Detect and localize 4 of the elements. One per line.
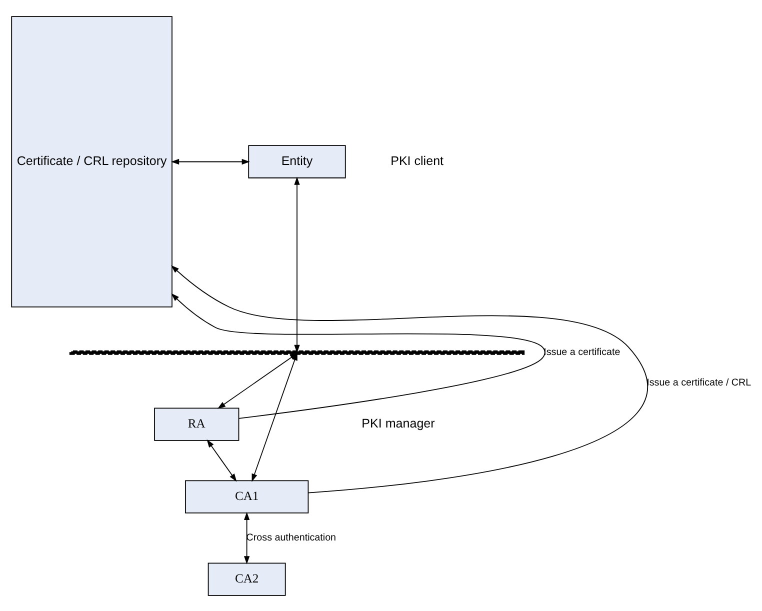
edge-label: Issue a certificate / CRL: [646, 377, 752, 388]
edge-label: Cross authentication: [246, 532, 336, 544]
label: PKI manager: [362, 416, 435, 430]
label: PKI client: [390, 154, 444, 168]
